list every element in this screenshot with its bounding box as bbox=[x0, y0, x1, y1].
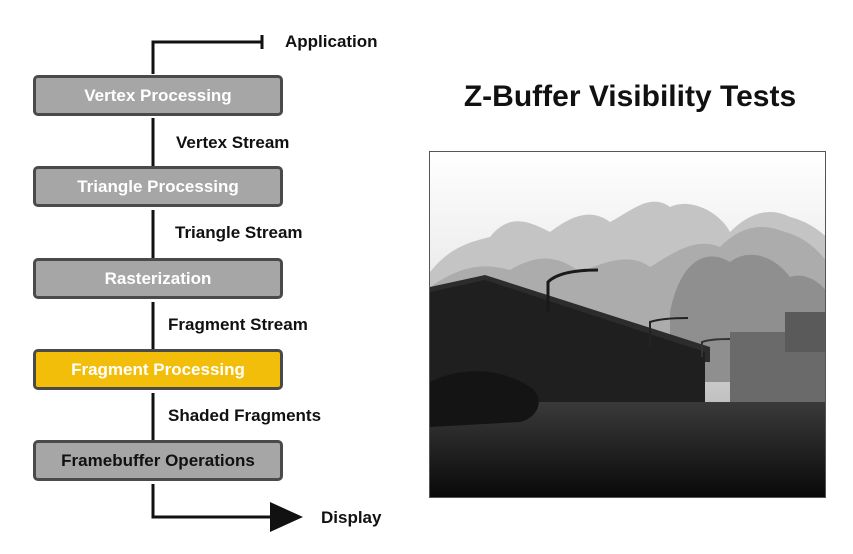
zbuffer-depth-image bbox=[429, 151, 826, 498]
stage-vertex-processing: Vertex Processing bbox=[33, 75, 283, 116]
stage-triangle-processing: Triangle Processing bbox=[33, 166, 283, 207]
stream-label-vertex: Vertex Stream bbox=[176, 133, 289, 153]
output-arrow bbox=[153, 484, 300, 517]
stream-label-shaded: Shaded Fragments bbox=[168, 406, 321, 426]
stream-label-fragment: Fragment Stream bbox=[168, 315, 308, 335]
stream-label-triangle: Triangle Stream bbox=[175, 223, 303, 243]
stage-fragment-processing: Fragment Processing bbox=[33, 349, 283, 390]
display-label: Display bbox=[321, 508, 381, 528]
zbuffer-scene bbox=[430, 152, 826, 498]
stage-framebuffer-operations: Framebuffer Operations bbox=[33, 440, 283, 481]
application-label: Application bbox=[285, 32, 378, 52]
panel-title: Z-Buffer Visibility Tests bbox=[432, 80, 828, 114]
stage-rasterization: Rasterization bbox=[33, 258, 283, 299]
input-connector bbox=[153, 42, 262, 74]
